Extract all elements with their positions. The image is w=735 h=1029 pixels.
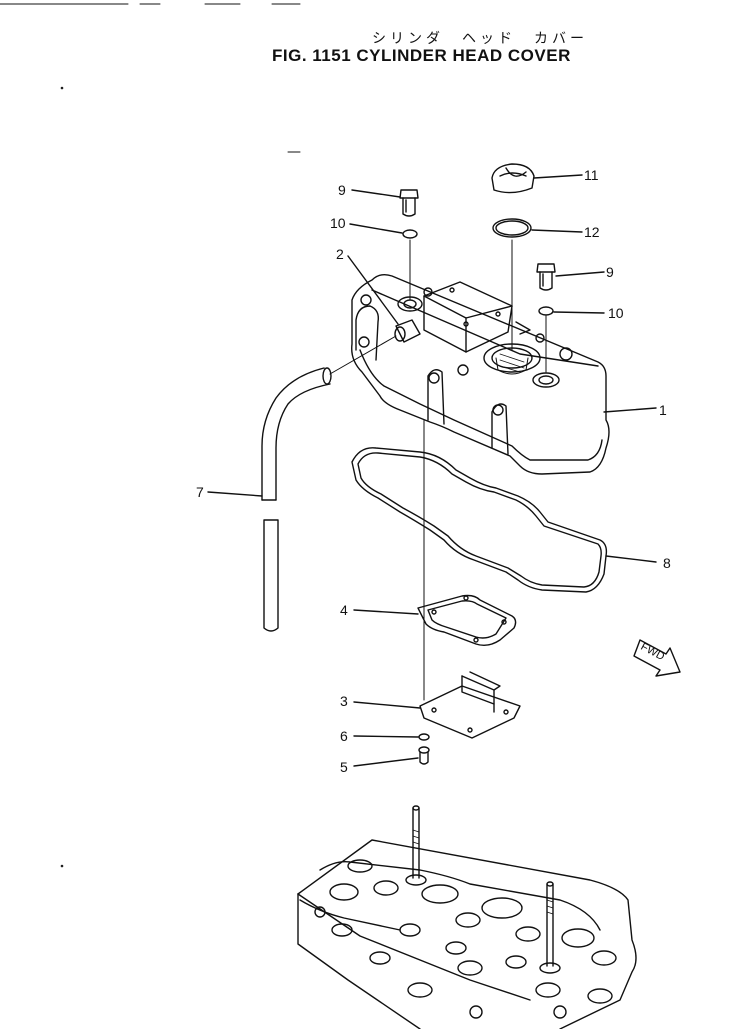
figure-title-japanese: シリンダ ヘッド カバー [372, 31, 588, 47]
cylinder-head [297, 805, 637, 1029]
leader-6 [353, 735, 419, 738]
part-number-12: 12 [584, 224, 600, 240]
breather-hose [207, 335, 397, 632]
leader-9b [555, 271, 605, 277]
cover-gasket [351, 447, 657, 593]
part-number-10-right: 10 [608, 305, 624, 321]
screw [353, 746, 430, 767]
part-number-2: 2 [336, 246, 344, 262]
breather-gasket [353, 594, 517, 647]
leader-3 [353, 701, 421, 709]
filler-o-ring [492, 218, 583, 351]
breather-nipple [347, 255, 421, 343]
leader-5 [353, 757, 419, 767]
forward-arrow-icon [633, 639, 681, 677]
leader-10a [349, 223, 403, 234]
leader-12 [531, 229, 583, 233]
part-number-5: 5 [340, 759, 348, 775]
leader-1 [603, 407, 657, 413]
leader-4 [353, 609, 419, 615]
bolt-left [351, 189, 419, 217]
leader-2 [347, 255, 399, 325]
baffle-plate [353, 671, 521, 739]
washer-left [349, 223, 418, 301]
part-number-6: 6 [340, 728, 348, 744]
part-number-3: 3 [340, 693, 348, 709]
part-number-4: 4 [340, 602, 348, 618]
bolt-right [536, 263, 605, 291]
leader-9a [351, 189, 401, 198]
part-number-9-left: 9 [338, 182, 346, 198]
part-number-9-right: 9 [606, 264, 614, 280]
washer-right [538, 306, 605, 373]
small-washer [353, 733, 430, 741]
part-number-11: 11 [584, 167, 599, 183]
leader-8 [605, 555, 657, 563]
oil-filler-cap [491, 163, 583, 194]
part-number-10-left: 10 [330, 215, 346, 231]
part-number-8: 8 [663, 555, 671, 571]
leader-10b [553, 311, 605, 314]
leader-11 [533, 174, 583, 179]
part-number-1: 1 [659, 402, 667, 418]
figure-title: FIG. 1151 CYLINDER HEAD COVER [272, 46, 571, 65]
scan-marks [0, 3, 301, 868]
leader-7 [207, 491, 263, 497]
part-number-7: 7 [196, 484, 204, 500]
